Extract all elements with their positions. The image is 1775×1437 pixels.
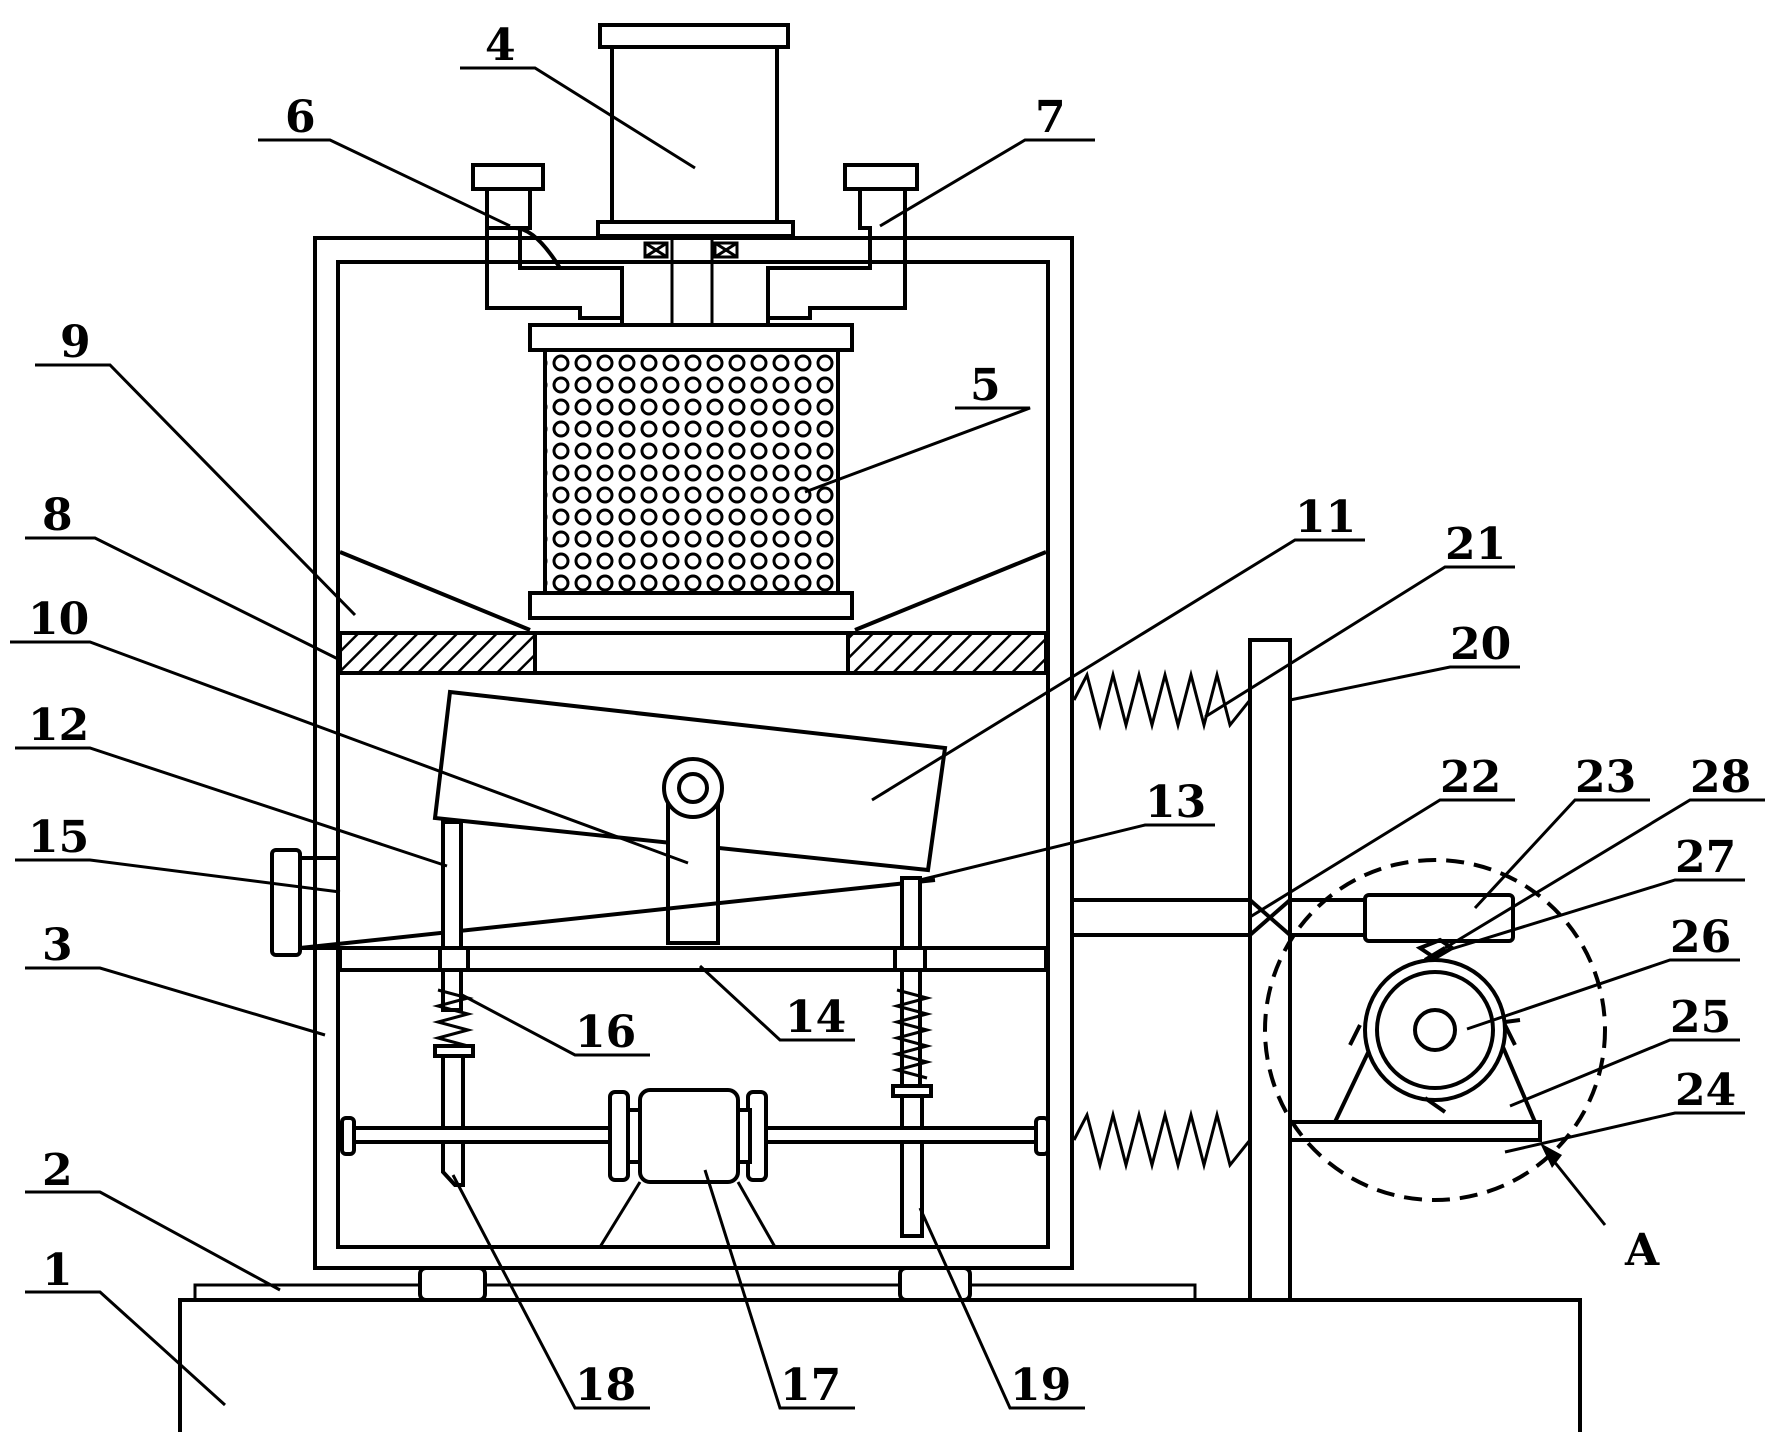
rod-springs xyxy=(432,988,933,1098)
drive-shaft xyxy=(340,1088,1050,1248)
label-14: 14 xyxy=(785,992,846,1043)
slider-block xyxy=(1363,893,1515,943)
funnel-walls xyxy=(339,550,1047,632)
cross-beam xyxy=(338,946,1048,972)
label-22: 22 xyxy=(1440,752,1501,803)
label-A: A xyxy=(1624,1225,1660,1276)
hatched-partition xyxy=(338,631,1048,675)
label-1: 1 xyxy=(42,1245,73,1296)
label-4: 4 xyxy=(485,20,516,71)
leader-lines xyxy=(10,66,1765,1410)
upright-post xyxy=(1248,638,1292,1302)
pivot-support xyxy=(662,757,724,945)
label-17: 17 xyxy=(780,1360,841,1411)
part-labels: 1 2 3 4 5 6 7 8 9 10 11 12 13 14 15 16 1… xyxy=(28,20,1751,1411)
label-9: 9 xyxy=(60,317,91,368)
label-21: 21 xyxy=(1445,519,1506,570)
label-5: 5 xyxy=(970,360,1001,411)
label-15: 15 xyxy=(28,812,89,863)
label-26: 26 xyxy=(1670,912,1731,963)
label-10: 10 xyxy=(28,594,89,645)
label-7: 7 xyxy=(1035,92,1066,143)
label-3: 3 xyxy=(42,920,73,971)
label-12: 12 xyxy=(28,700,89,751)
label-19: 19 xyxy=(1010,1360,1071,1411)
label-27: 27 xyxy=(1675,832,1736,883)
left-guide-rod xyxy=(438,820,470,1012)
label-23: 23 xyxy=(1575,752,1636,803)
label-11: 11 xyxy=(1295,492,1356,543)
discharge-outlet xyxy=(270,848,936,957)
label-24: 24 xyxy=(1675,1065,1736,1116)
left-inlet xyxy=(471,163,624,325)
label-20: 20 xyxy=(1450,619,1511,670)
left-cam-rod xyxy=(441,1054,465,1187)
main-frame xyxy=(313,236,1074,1270)
label-18: 18 xyxy=(575,1360,636,1411)
label-8: 8 xyxy=(42,490,73,541)
rail-plate xyxy=(193,1266,1197,1302)
label-25: 25 xyxy=(1670,992,1731,1043)
perforated-drum xyxy=(528,323,854,620)
top-motor xyxy=(596,23,795,325)
detail-circle xyxy=(1263,858,1607,1226)
label-2: 2 xyxy=(42,1145,73,1196)
base-block xyxy=(178,1298,1582,1432)
label-6: 6 xyxy=(285,92,316,143)
label-28: 28 xyxy=(1690,752,1751,803)
right-cam-rod xyxy=(900,1094,924,1238)
right-inlet xyxy=(766,163,919,325)
cam-wheel xyxy=(1363,946,1521,1114)
label-13: 13 xyxy=(1145,777,1206,828)
label-16: 16 xyxy=(575,1007,636,1058)
push-bar xyxy=(1072,898,1370,937)
springs xyxy=(1072,669,1252,1171)
